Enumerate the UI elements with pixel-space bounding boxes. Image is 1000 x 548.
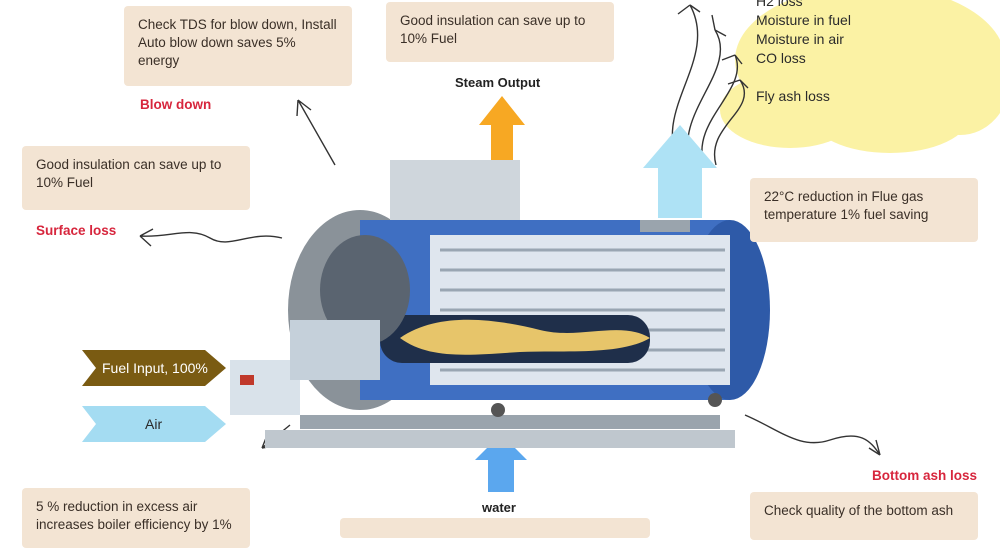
bottom-ash-note: Check quality of the bottom ash: [750, 492, 978, 540]
air-arrow: [82, 406, 226, 442]
flue-loss-cloud: [720, 0, 1000, 153]
blowdown-arrow: [296, 99, 336, 166]
insulation-left-note: Good insulation can save up to 10% Fuel: [22, 146, 250, 210]
water-inlet-arrow: [475, 434, 527, 492]
cloud-item-moisture-air: Moisture in air: [756, 31, 844, 47]
excess-air-note: 5 % reduction in excess air increases bo…: [22, 488, 250, 548]
loss-arrows: [139, 4, 881, 456]
fuel-input-label: Fuel Input, 100%: [102, 360, 208, 376]
flue-stream-3: [701, 54, 738, 166]
steam-output-label: Steam Output: [455, 75, 541, 90]
cloud-item-h2-loss: H2 loss: [756, 0, 803, 9]
bottom-center-note: [340, 518, 650, 538]
flue-stream-4: [713, 79, 746, 166]
water-label: water: [482, 500, 516, 515]
flue-gas-arrow: [643, 125, 717, 218]
cloud-item-fly-ash: Fly ash loss: [756, 88, 830, 104]
flue-gas-note: 22°C reduction in Flue gas temperature 1…: [750, 178, 978, 242]
cloud-item-co-loss: CO loss: [756, 50, 806, 66]
steam-output-arrow: [479, 96, 525, 163]
surface-loss-arrow: [139, 228, 283, 247]
air-label: Air: [145, 416, 163, 432]
boiler-diagram: [82, 0, 1000, 492]
insulation-top-note: Good insulation can save up to 10% Fuel: [386, 2, 614, 62]
cloud-item-moisture-fuel: Moisture in fuel: [756, 12, 851, 28]
fuel-input-arrow: [82, 350, 226, 386]
blowdown-note: Check TDS for blow down, Install Auto bl…: [124, 6, 352, 86]
blow-down-label: Blow down: [140, 97, 212, 112]
bottom-ash-loss-label: Bottom ash loss: [872, 468, 978, 483]
boiler: [230, 160, 770, 448]
bottom-ash-arrow: [744, 414, 881, 456]
surface-loss-label: Surface loss: [36, 223, 117, 238]
